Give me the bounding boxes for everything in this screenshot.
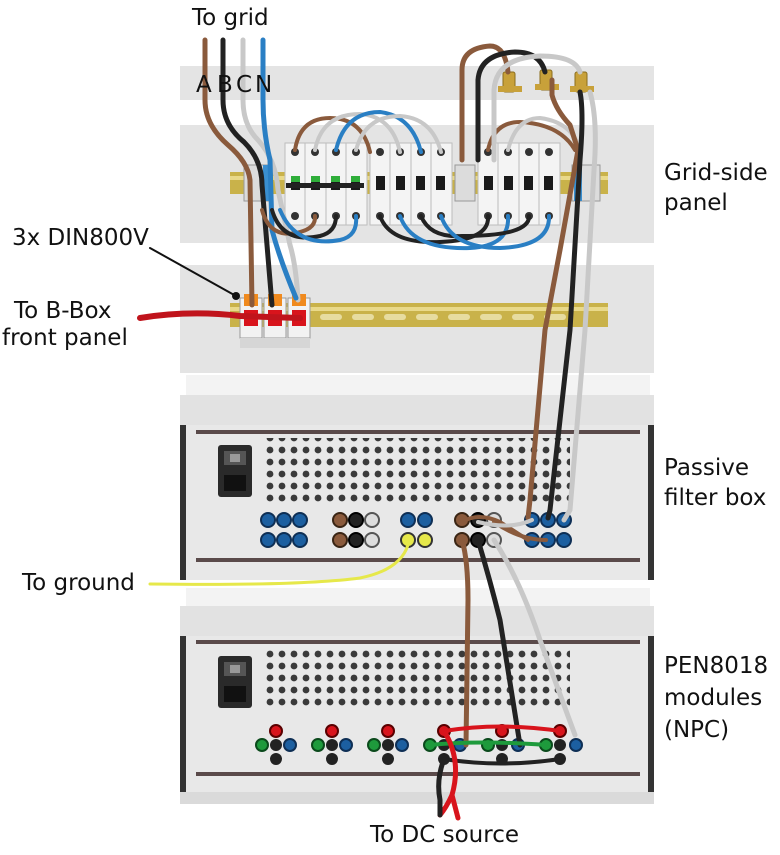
label-phase-n: N — [255, 72, 272, 98]
labels: To grid A B C N Grid-side panel 3x DIN80… — [2, 5, 768, 848]
pen8018-box — [180, 588, 654, 804]
label-bbox-2: front panel — [2, 325, 128, 351]
wire-out-grey — [491, 53, 598, 523]
wire-grid-n — [260, 37, 299, 301]
vent-grille — [266, 438, 570, 502]
label-grid-side-2: panel — [664, 190, 728, 216]
label-pen-2: modules — [664, 685, 762, 711]
wire-out-black — [475, 49, 585, 521]
wire-filter-pen-brown — [459, 537, 471, 748]
power-inlet — [218, 445, 252, 497]
label-passive-1: Passive — [664, 455, 749, 481]
jacks-blue-left — [260, 512, 308, 548]
wire-out-brown — [459, 43, 581, 521]
power-inlet — [218, 656, 252, 708]
wire-dc-black — [436, 756, 447, 818]
label-to-dc: To DC source — [369, 822, 519, 848]
label-pen-1: PEN8018 — [664, 653, 768, 679]
passive-filter-box — [180, 375, 654, 580]
label-phase-b: B — [217, 72, 233, 98]
din800v-leader — [149, 247, 237, 297]
label-bbox-1: To B-Box — [13, 298, 112, 324]
label-to-ground: To ground — [21, 570, 135, 596]
vent-grille — [266, 646, 570, 710]
label-phase-a: A — [196, 72, 212, 98]
wire-ground — [148, 543, 410, 586]
wire-filter-pen-black — [475, 537, 523, 748]
breaker-group-1 — [284, 142, 368, 226]
label-din800v: 3x DIN800V — [12, 225, 149, 251]
wire-filter-pen-grey — [491, 537, 578, 738]
wire-grid-a — [202, 37, 255, 308]
breaker-group-3 — [477, 142, 561, 226]
cable-lugs — [498, 69, 594, 93]
jacks-mixed-middle — [332, 512, 380, 548]
label-grid-side-1: Grid-side — [664, 160, 768, 186]
label-phase-c: C — [236, 72, 252, 98]
wire-bbox-red — [137, 310, 303, 321]
wire-grid-b — [220, 37, 275, 308]
breaker-group-2 — [369, 142, 453, 226]
label-pen-3: (NPC) — [664, 717, 729, 743]
label-passive-2: filter box — [664, 485, 766, 511]
wiring — [137, 37, 598, 821]
label-to-grid: To grid — [191, 5, 269, 31]
